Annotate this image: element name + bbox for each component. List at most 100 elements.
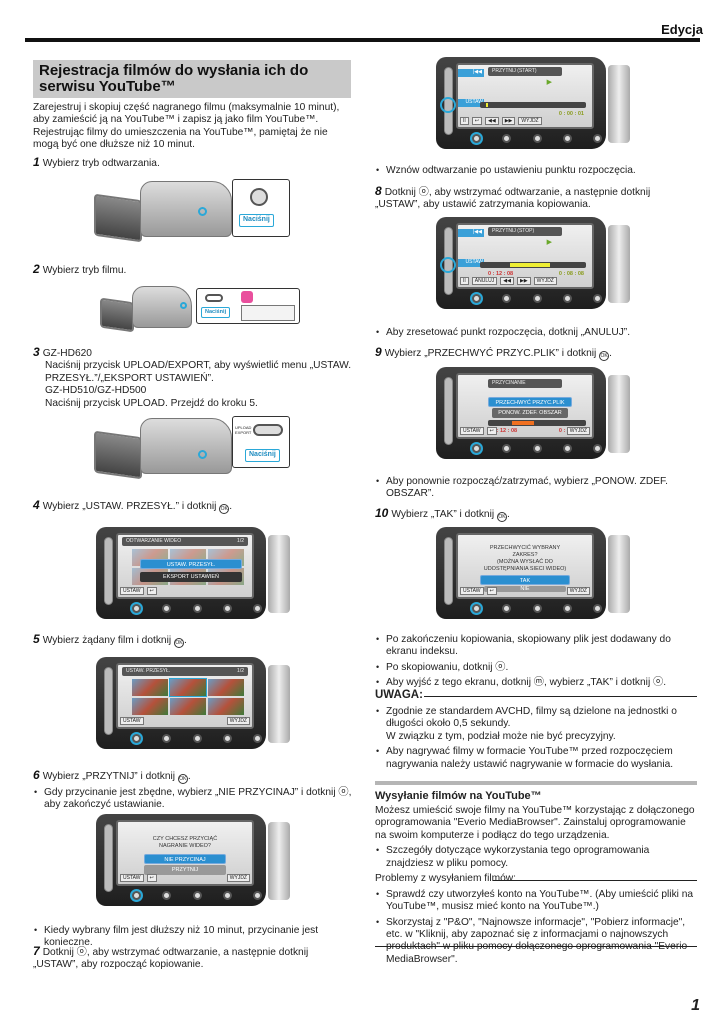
ok-button[interactable]: [472, 444, 481, 453]
menu-item-upload-settings[interactable]: USTAW. PRZESYŁ.: [140, 559, 242, 569]
option-no[interactable]: NIE: [484, 586, 566, 592]
mode-switch-icon: [205, 294, 223, 302]
softkey-back[interactable]: ↩: [486, 587, 497, 595]
set-button[interactable]: USTAW: [458, 99, 484, 107]
option-no-trim[interactable]: NIE PRZYCINAJ: [144, 854, 226, 864]
softkey-rewind[interactable]: ◀◀: [500, 277, 514, 285]
ok-icon: OK: [219, 504, 230, 514]
softkey-back[interactable]: ↩: [486, 427, 497, 435]
step-number: 3: [33, 345, 40, 359]
softkey-exit[interactable]: WYJDŹ: [533, 277, 557, 285]
softkey-back[interactable]: ↩: [146, 874, 157, 882]
trim-timeline[interactable]: [488, 420, 586, 426]
step-number: 4: [33, 498, 40, 512]
softkey-back[interactable]: ↩: [471, 117, 482, 125]
step-number: 6: [33, 768, 40, 782]
upload-button-icon: [253, 424, 283, 436]
camcorder-illustration: UPLOAD EXPORT Naciśnij: [92, 412, 292, 492]
paragraph: Możesz umieścić swoje filmy na YouTube™ …: [375, 805, 695, 841]
step-line: Naciśnij przycisk UPLOAD/EXPORT, aby wyś…: [45, 360, 352, 384]
ok-button[interactable]: [472, 294, 481, 303]
softkey-exit[interactable]: WYJDŹ: [518, 117, 542, 125]
trim-timeline[interactable]: [480, 262, 586, 268]
softkey-forward[interactable]: ▶▶: [516, 277, 531, 285]
screen-header: PRZYTNIJ (STOP): [488, 227, 562, 236]
set-button[interactable]: USTAW: [458, 259, 484, 267]
ok-button[interactable]: [132, 734, 141, 743]
step-text: Dotknij ⓞ, aby wstrzymać odtwarzanie, a …: [375, 187, 651, 211]
ok-button[interactable]: [132, 604, 141, 613]
softkey-exit[interactable]: WYJDŹ: [226, 717, 250, 725]
skip-back-button[interactable]: |◀◀: [458, 229, 484, 237]
note-body: Zgodnie ze standardem AVCHD, filmy są dz…: [375, 706, 697, 771]
lcd-panel: [94, 430, 142, 480]
bullet: Aby nagrywać filmy w formacie YouTube™ p…: [375, 746, 697, 771]
ok-button[interactable]: [472, 134, 481, 143]
bullet: Kiedy wybrany film jest dłuższy niż 10 m…: [33, 925, 353, 950]
section-label: Edycja: [661, 22, 703, 37]
problems-label: Problemy z wysyłaniem filmów:: [375, 873, 516, 885]
press-label: Naciśnij: [201, 307, 231, 318]
upload-section-body: Możesz umieścić swoje filmy na YouTube™ …: [375, 805, 697, 966]
step-number: 5: [33, 632, 40, 646]
ok-button[interactable]: [472, 604, 481, 613]
end-rule: [375, 946, 697, 947]
trim-timeline[interactable]: [480, 102, 586, 108]
zoom-slider: [444, 537, 453, 605]
step-text: Wybierz tryb filmu.: [42, 265, 127, 276]
intro-paragraph: Rejestrując filmy do umieszczenia na You…: [33, 126, 328, 151]
playback-button-icon: [250, 188, 268, 206]
softkey-set[interactable]: USTAW: [120, 587, 144, 595]
menu-item-export-settings[interactable]: EKSPORT USTAWIEŃ: [140, 572, 242, 582]
option-trim[interactable]: PRZYTNIJ: [144, 865, 226, 875]
option-redefine-area[interactable]: PONOW. ZDEF. OBSZAR: [492, 408, 568, 418]
upload-button-highlight: [198, 450, 207, 459]
slider-highlight: [440, 257, 456, 273]
camera-screen-trim-stop: |◀◀ PRZYTNIJ (STOP) ▶ USTAW 0 : 12 : 08 …: [432, 215, 632, 315]
ok-button[interactable]: [132, 891, 141, 900]
step-6-note: Kiedy wybrany film jest dłuższy niż 10 m…: [33, 925, 353, 950]
softkey-forward[interactable]: ▶▶: [501, 117, 516, 125]
bullet: Skorzystaj z "P&O", "Najnowsze informacj…: [375, 917, 697, 967]
softkey-exit[interactable]: WYJDŹ: [566, 427, 590, 435]
bullet: Gdy przycinanie jest zbędne, wybierz „NI…: [33, 787, 353, 812]
step-text: Wybierz „PRZECHWYĆ PRZYC.PLIK” i dotknij: [384, 348, 597, 359]
time-readout: 0 : 00 : 01: [558, 111, 584, 117]
camcorder-illustration: Naciśnij: [92, 175, 292, 255]
softkey-pause[interactable]: II: [460, 117, 469, 125]
callout-box: Naciśnij: [232, 179, 290, 237]
softkey-rewind[interactable]: ◀◀: [484, 117, 499, 125]
option-capture-trimmed[interactable]: PRZECHWYĆ PRZYC.PLIK: [488, 397, 572, 407]
option-yes[interactable]: TAK: [480, 575, 570, 585]
softkey-set[interactable]: USTAW: [120, 874, 144, 882]
header-rule: [25, 38, 700, 42]
camera-screen-trim-start: |◀◀ PRZYTNIJ (START) ▶ USTAW 0 : 00 : 01…: [432, 55, 632, 155]
softkey-set[interactable]: USTAW: [460, 427, 484, 435]
thumbnail-grid[interactable]: [132, 678, 244, 715]
softkey-pause[interactable]: II: [460, 277, 469, 285]
softkey-set[interactable]: USTAW: [120, 717, 144, 725]
zoom-slider: [104, 824, 113, 892]
skip-back-button[interactable]: |◀◀: [458, 69, 484, 77]
lcd-panel: [100, 297, 134, 333]
video-mode-icon: [241, 291, 253, 303]
softkey-back[interactable]: ↩: [146, 587, 157, 595]
ok-icon: OK: [173, 638, 184, 648]
softkey-set[interactable]: USTAW: [460, 587, 484, 595]
bullet: Sprawdź czy utworzyłeś konto na YouTube™…: [375, 889, 697, 914]
softkey-exit[interactable]: WYJDŹ: [226, 874, 250, 882]
softkey-exit[interactable]: WYJDŹ: [566, 587, 590, 595]
softkey-cancel[interactable]: ANULUJ: [471, 277, 498, 285]
bullet: Aby wyjść z tego ekranu, dotknij ⓜ, wybi…: [375, 677, 697, 689]
problems-label-row: Problemy z wysyłaniem filmów:: [375, 873, 697, 885]
